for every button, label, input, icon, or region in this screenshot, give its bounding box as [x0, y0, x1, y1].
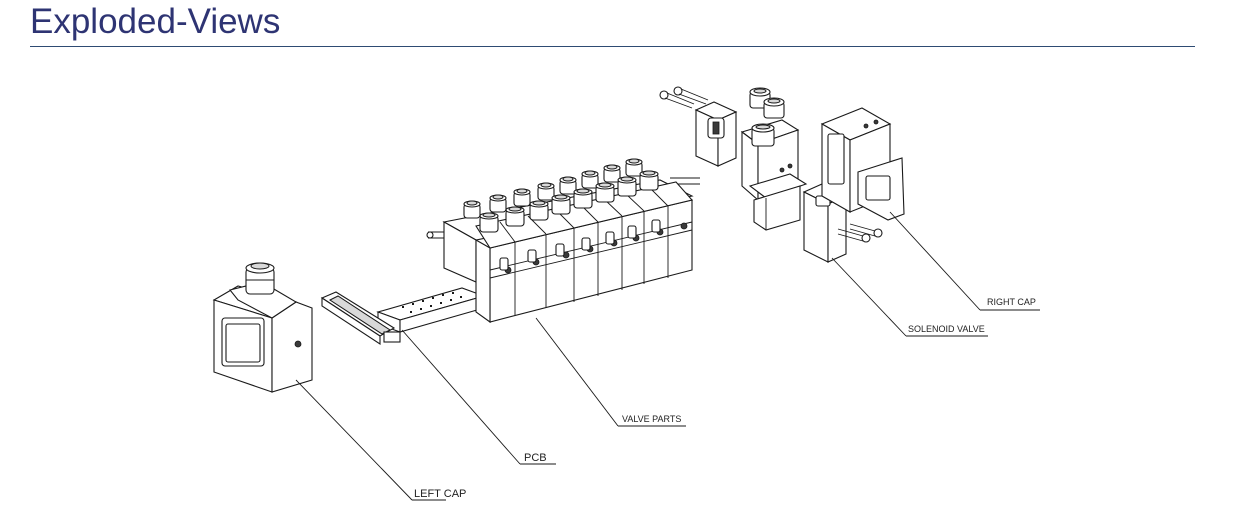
page-title: Exploded-Views — [30, 2, 281, 41]
left-cap-part — [212, 262, 313, 393]
label-pcb: PCB — [524, 452, 547, 464]
pcb-part — [320, 287, 486, 346]
leader-lines — [295, 211, 1040, 501]
solenoid-valve-part — [659, 86, 883, 263]
title-divider — [30, 46, 1195, 47]
fitting-row-front — [479, 170, 659, 233]
label-valve-parts: VALVE PARTS — [622, 414, 681, 424]
fitting-row-back — [463, 158, 643, 219]
valve-parts-assembly — [426, 158, 700, 324]
label-left-cap: LEFT CAP — [414, 488, 466, 500]
right-cap-part — [820, 107, 905, 221]
label-solenoid-valve: SOLENOID VALVE — [908, 324, 985, 334]
label-right-cap: RIGHT CAP — [987, 297, 1036, 307]
